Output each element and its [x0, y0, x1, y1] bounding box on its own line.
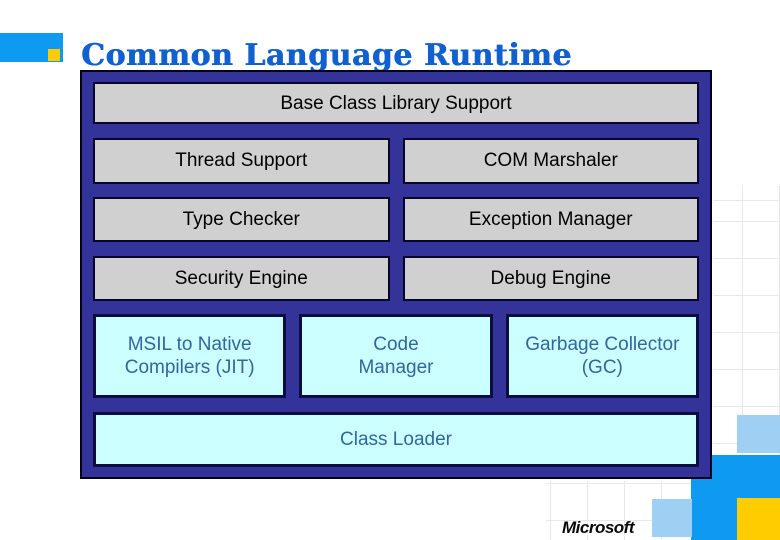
box-label: MSIL to Native Compilers (JIT)	[124, 334, 255, 379]
box-label: Debug Engine	[490, 267, 611, 289]
diagram-row-6: Class Loader	[93, 411, 699, 467]
box-class-loader: Class Loader	[93, 411, 699, 467]
clr-diagram-container: Base Class Library Support Thread Suppor…	[80, 70, 712, 479]
box-label: Thread Support	[175, 150, 308, 172]
box-label: Type Checker	[182, 209, 300, 231]
box-label: Class Loader	[340, 428, 452, 450]
decor-square-lightblue-bottom	[652, 499, 692, 537]
slide-title: Common Language Runtime	[81, 38, 572, 74]
box-garbage-collector: Garbage Collector (GC)	[505, 314, 699, 399]
decor-square-lightblue-top	[737, 415, 780, 453]
microsoft-logo: Microsoft	[562, 518, 635, 537]
box-debug-engine: Debug Engine	[402, 255, 699, 301]
diagram-row-2: Thread Support COM Marshaler	[93, 137, 699, 184]
box-label: Security Engine	[174, 267, 308, 289]
box-label: COM Marshaler	[483, 150, 618, 172]
diagram-row-1: Base Class Library Support	[93, 82, 699, 124]
diagram-row-4: Security Engine Debug Engine	[93, 255, 699, 301]
box-exception-manager: Exception Manager	[402, 197, 699, 243]
decor-square-yellow	[737, 498, 780, 540]
title-accent-square	[48, 49, 60, 61]
diagram-row-3: Type Checker Exception Manager	[93, 197, 699, 243]
box-security-engine: Security Engine	[93, 255, 390, 301]
box-label: Code Manager	[358, 334, 434, 379]
box-com-marshaler: COM Marshaler	[402, 137, 699, 184]
box-type-checker: Type Checker	[93, 197, 390, 243]
box-label: Exception Manager	[468, 209, 633, 231]
box-code-manager: Code Manager	[299, 314, 493, 399]
box-label: Garbage Collector (GC)	[525, 334, 680, 379]
box-thread-support: Thread Support	[93, 137, 390, 184]
box-base-class-library: Base Class Library Support	[93, 82, 699, 124]
diagram-row-5: MSIL to Native Compilers (JIT) Code Mana…	[93, 314, 699, 399]
box-msil-jit-compilers: MSIL to Native Compilers (JIT)	[93, 314, 287, 399]
box-label: Base Class Library Support	[280, 92, 512, 114]
